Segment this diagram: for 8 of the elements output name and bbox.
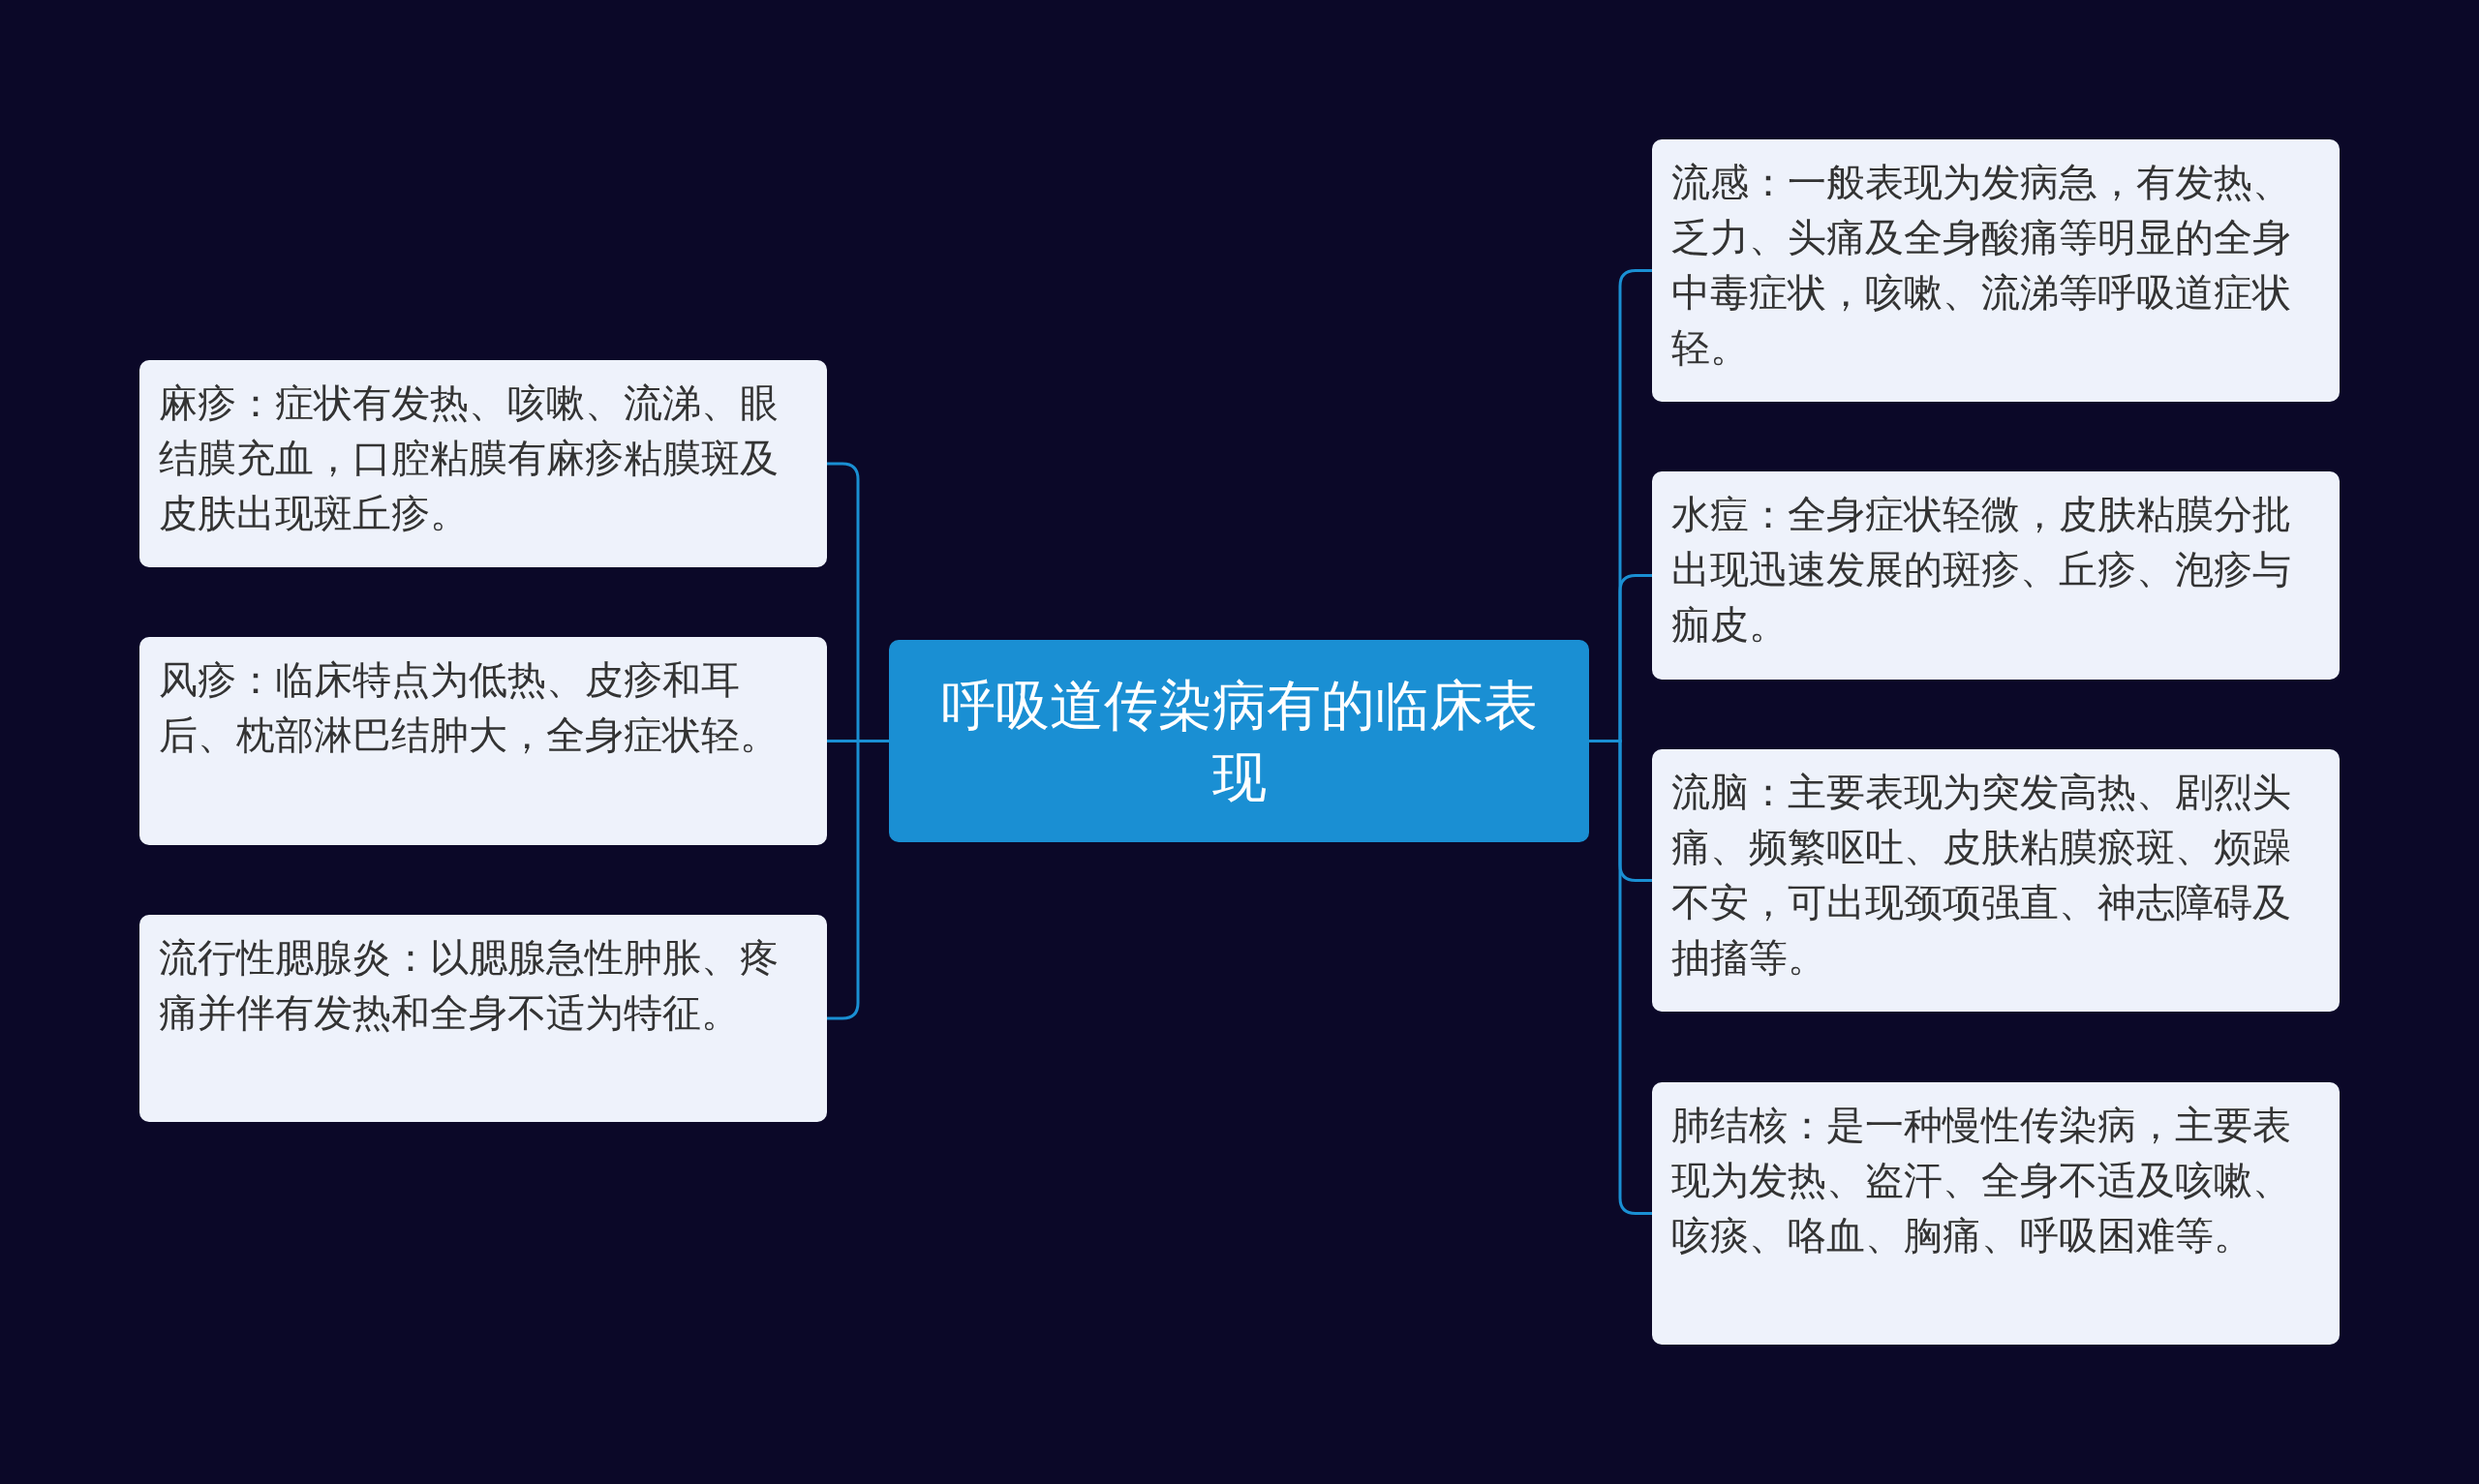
topic-box: 流行性腮腺炎：以腮腺急性肿胀、疼痛并伴有发热和全身不适为特征。 [139, 915, 827, 1122]
central-topic-box: 呼吸道传染病有的临床表现 [889, 640, 1589, 842]
topic-box: 风疹：临床特点为低热、皮疹和耳后、枕部淋巴结肿大，全身症状轻。 [139, 637, 827, 845]
topic-box: 水痘：全身症状轻微，皮肤粘膜分批出现迅速发展的斑疹、丘疹、泡疹与痂皮。 [1652, 471, 2340, 680]
topic-box: 流感：一般表现为发病急，有发热、乏力、头痛及全身酸痛等明显的全身中毒症状，咳嗽、流涕等呼吸道症状轻。 [1652, 139, 2340, 402]
topic-box: 麻疹：症状有发热、咳嗽、流涕、眼结膜充血，口腔粘膜有麻疹粘膜斑及皮肤出现斑丘疹。 [139, 360, 827, 567]
topic-box: 肺结核：是一种慢性传染病，主要表现为发热、盗汗、全身不适及咳嗽、咳痰、咯血、胸痛、呼吸困难等。 [1652, 1082, 2340, 1345]
topic-box: 流脑：主要表现为突发高热、剧烈头痛、频繁呕吐、皮肤粘膜瘀斑、烦躁不安，可出现颈项强直、神志障碍及抽搐等。 [1652, 749, 2340, 1012]
